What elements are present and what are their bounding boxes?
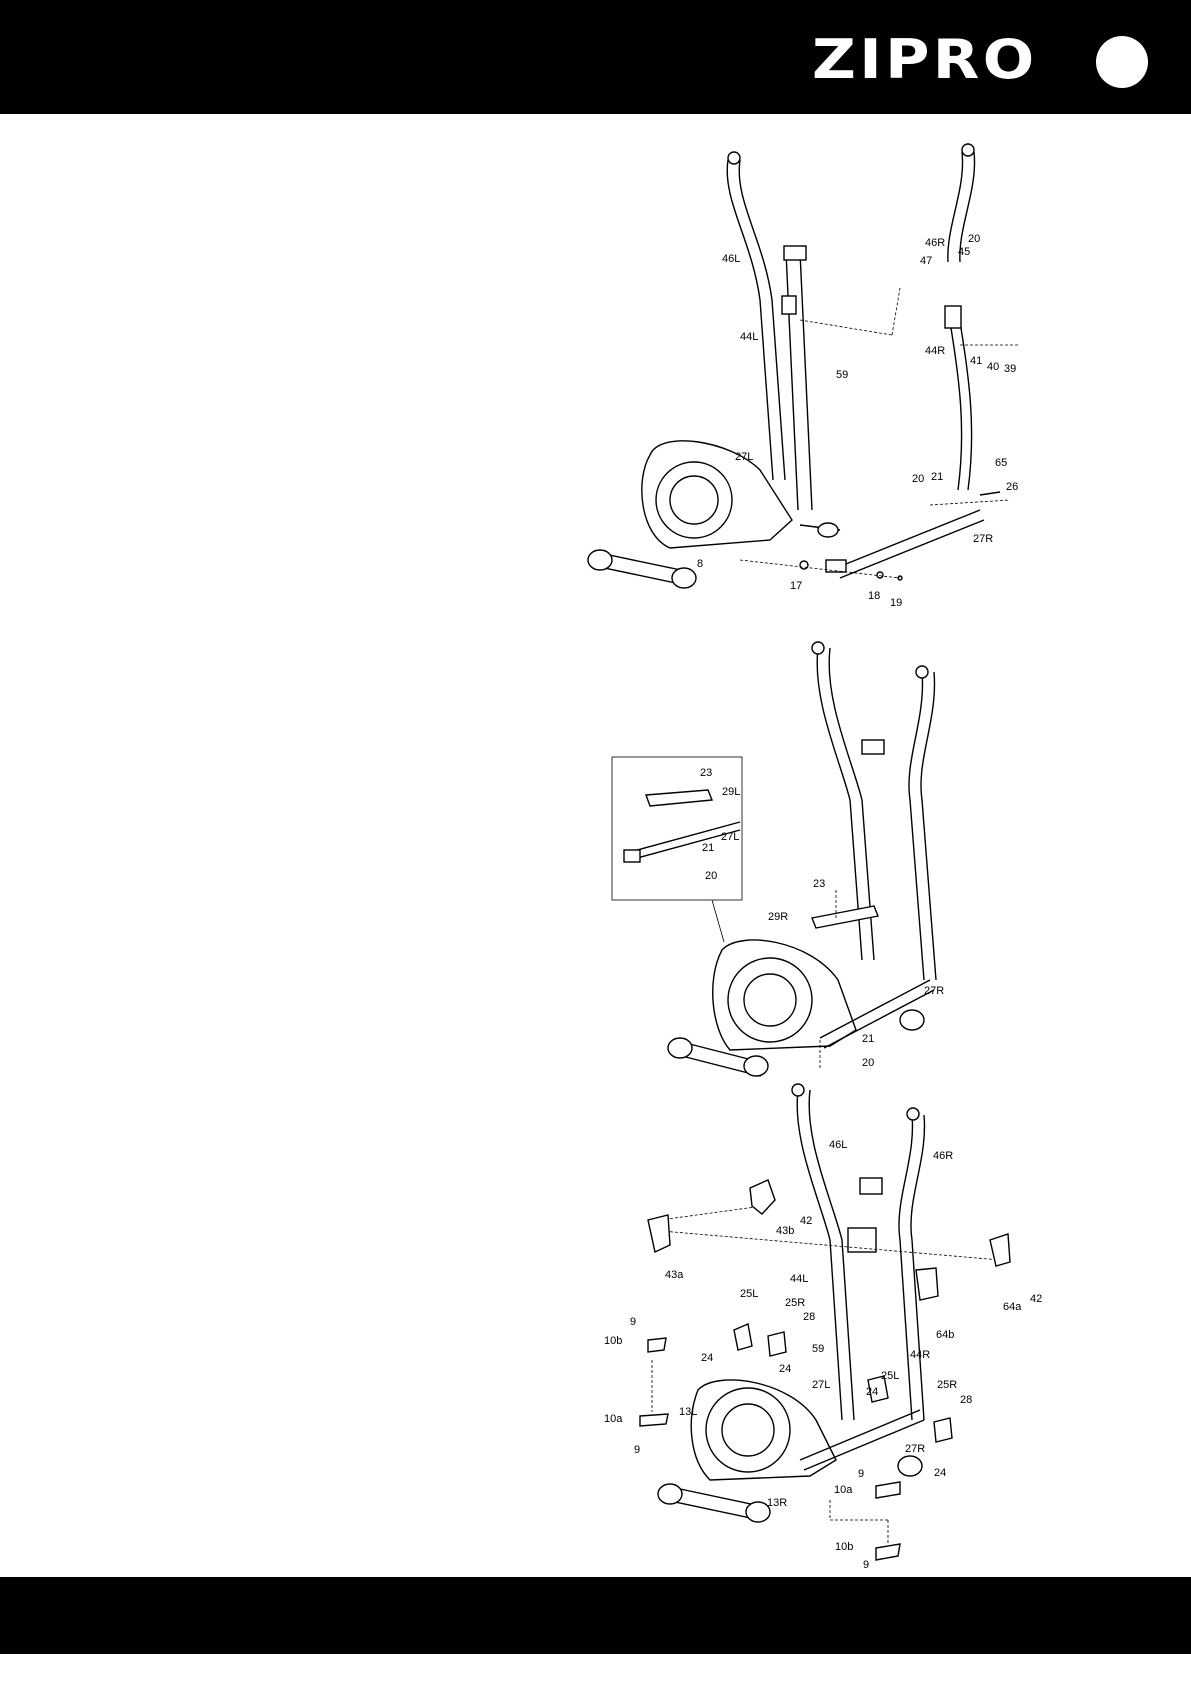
part-label: 29L xyxy=(722,786,740,798)
part-label: 47 xyxy=(920,255,932,267)
part-label: 25R xyxy=(937,1379,957,1391)
part-label: 29R xyxy=(768,911,788,923)
part-label: 20 xyxy=(862,1057,874,1069)
part-label: 23 xyxy=(700,767,712,779)
part-label: 41 xyxy=(970,355,982,367)
part-label: 13L xyxy=(679,1406,697,1418)
part-label: 27R xyxy=(905,1443,925,1455)
part-label: 59 xyxy=(836,369,848,381)
part-label: 25R xyxy=(785,1297,805,1309)
part-label: 27R xyxy=(973,533,993,545)
callouts-1: 46L 46R 20 45 47 44L 44R 41 40 39 59 27L… xyxy=(697,233,1018,609)
part-label: 46L xyxy=(722,253,740,265)
part-label: 9 xyxy=(634,1444,640,1456)
drawing-2 xyxy=(612,642,936,1076)
part-label: 27L xyxy=(812,1379,830,1391)
part-label: 46R xyxy=(933,1150,953,1162)
part-label: 44L xyxy=(740,331,758,343)
part-label: 42 xyxy=(1030,1293,1042,1305)
part-label: 28 xyxy=(803,1311,815,1323)
part-label: 40 xyxy=(987,361,999,373)
part-label: 27L xyxy=(735,451,753,463)
page-footer xyxy=(0,1577,1191,1654)
part-label: 46L xyxy=(829,1139,847,1151)
part-label: 21 xyxy=(702,842,714,854)
part-label: 19 xyxy=(890,597,902,609)
drawing-3 xyxy=(640,1084,1010,1560)
part-label: 9 xyxy=(863,1559,869,1571)
part-label: 24 xyxy=(866,1386,878,1398)
part-label: 45 xyxy=(958,246,970,258)
part-label: 42 xyxy=(800,1215,812,1227)
part-label: 10b xyxy=(604,1335,622,1347)
part-label: 43b xyxy=(776,1225,794,1237)
part-label: 10a xyxy=(834,1484,853,1496)
part-label: 46R xyxy=(925,237,945,249)
part-label: 25L xyxy=(740,1288,758,1300)
part-label: 9 xyxy=(858,1468,864,1480)
part-label: 21 xyxy=(931,471,943,483)
part-label: 24 xyxy=(701,1352,713,1364)
part-label: 17 xyxy=(790,580,802,592)
part-label: 64a xyxy=(1003,1301,1022,1313)
part-label: 18 xyxy=(868,590,880,602)
part-label: 27L xyxy=(721,831,739,843)
part-label: 9 xyxy=(630,1316,636,1328)
callouts-3: 46L 46R 42 43b 43a 44L 42 64a 25L 25R 28… xyxy=(604,1139,1042,1571)
part-label: 10b xyxy=(835,1541,853,1553)
part-label: 27R xyxy=(924,985,944,997)
part-label: 44L xyxy=(790,1273,808,1285)
part-label: 20 xyxy=(705,870,717,882)
part-label: 43a xyxy=(665,1269,684,1281)
part-label: 28 xyxy=(960,1394,972,1406)
part-label: 20 xyxy=(968,233,980,245)
drawing-1 xyxy=(588,144,1020,588)
part-label: 25L xyxy=(881,1370,899,1382)
part-label: 8 xyxy=(697,558,703,570)
part-label: 39 xyxy=(1004,363,1016,375)
part-label: 23 xyxy=(813,878,825,890)
part-label: 13R xyxy=(767,1497,787,1509)
part-label: 65 xyxy=(995,457,1007,469)
part-label: 44R xyxy=(925,345,945,357)
part-label: 20 xyxy=(912,473,924,485)
part-label: 26 xyxy=(1006,481,1018,493)
part-label: 44R xyxy=(910,1349,930,1361)
part-label: 24 xyxy=(779,1363,791,1375)
part-label: 21 xyxy=(862,1033,874,1045)
part-label: 64b xyxy=(936,1329,954,1341)
part-label: 10a xyxy=(604,1413,623,1425)
part-label: 59 xyxy=(812,1343,824,1355)
part-label: 24 xyxy=(934,1467,946,1479)
